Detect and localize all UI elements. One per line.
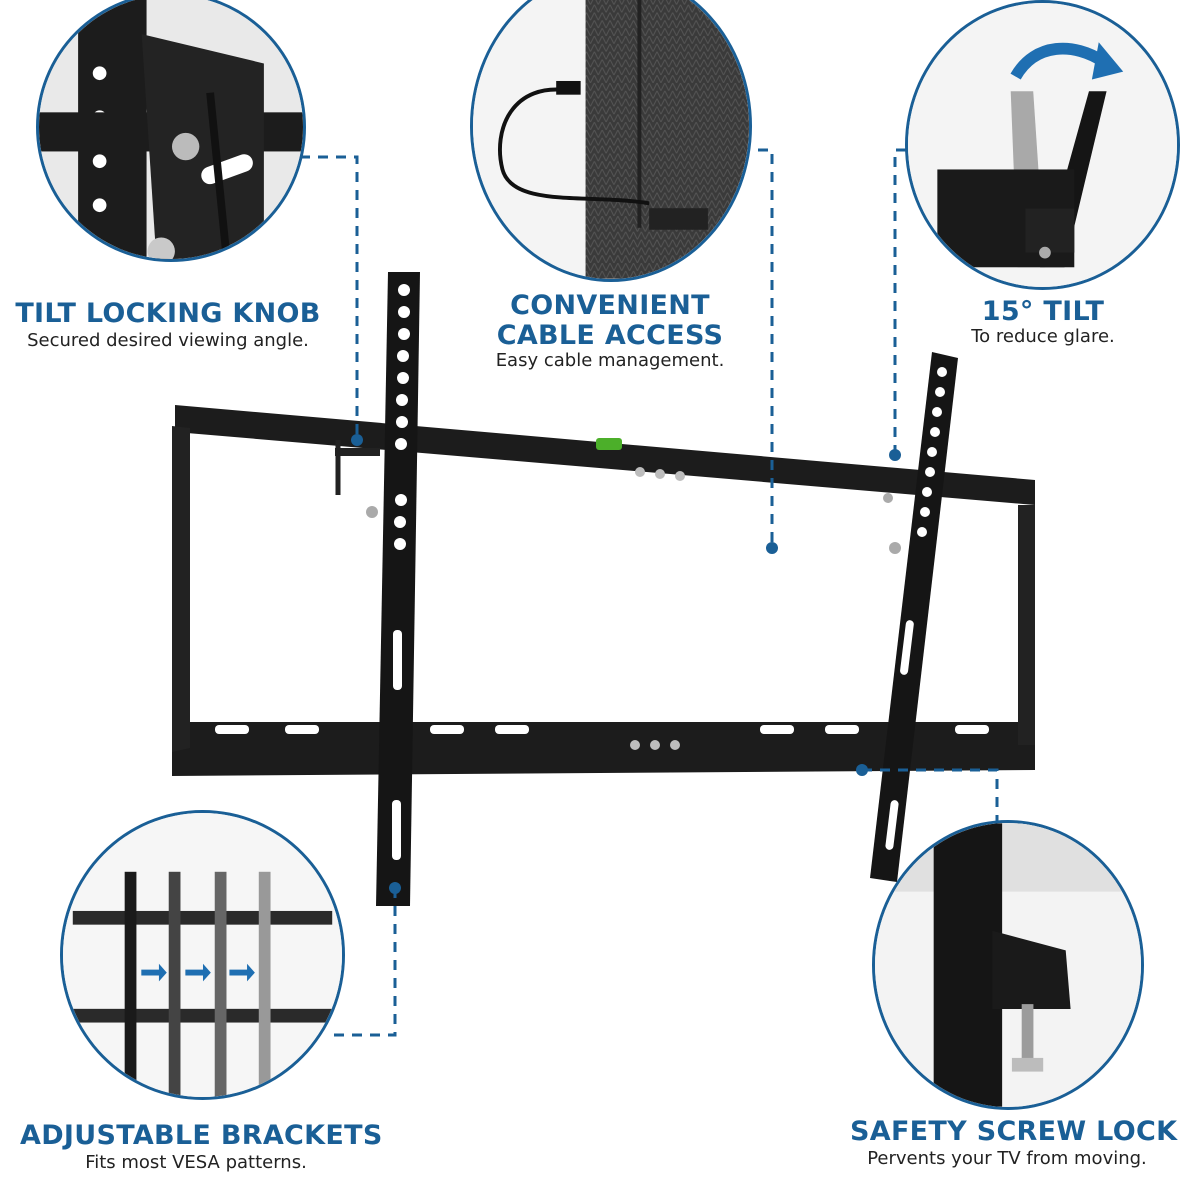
left-wall-plate bbox=[172, 426, 190, 752]
level-bubble bbox=[596, 438, 622, 450]
brackets-connector bbox=[330, 888, 397, 1037]
right-vertical-bracket bbox=[870, 352, 958, 882]
cable-title-line2: CABLE ACCESS bbox=[496, 320, 724, 351]
tilt-title: 15° TILT bbox=[981, 296, 1105, 327]
right-bracket-holes bbox=[885, 367, 947, 850]
safety-connector bbox=[862, 768, 999, 840]
left-bracket-holes bbox=[392, 284, 410, 860]
adjustable-brackets-photo bbox=[60, 810, 345, 1100]
safety-title: SAFETY SCREW LOCK bbox=[850, 1116, 1178, 1147]
center-screws bbox=[630, 467, 685, 750]
safety-desc: Pervents your TV from moving. bbox=[867, 1148, 1147, 1169]
tilt-desc: To reduce glare. bbox=[971, 326, 1115, 347]
tilt-dot bbox=[889, 449, 901, 461]
brackets-dot bbox=[389, 882, 401, 894]
cable-title-line1: CONVENIENT bbox=[510, 290, 710, 321]
tilt-angle-photo bbox=[905, 0, 1180, 290]
top-rail-slots bbox=[215, 448, 974, 522]
cable-desc: Easy cable management. bbox=[495, 350, 725, 371]
safety-dot bbox=[856, 764, 868, 776]
brackets-title: ADJUSTABLE BRACKETS bbox=[20, 1120, 383, 1151]
cable-dot bbox=[766, 542, 778, 554]
tilt-knob-photo bbox=[36, 0, 306, 262]
cable-connector bbox=[740, 148, 774, 548]
left-vertical-bracket bbox=[376, 272, 420, 906]
left-tilt-knob bbox=[335, 440, 380, 518]
tilt-knob-title: TILT LOCKING KNOB bbox=[15, 298, 321, 329]
bottom-rail-slots bbox=[215, 725, 989, 734]
safety-screw-photo bbox=[872, 820, 1144, 1110]
tilt-knob-connector bbox=[300, 155, 359, 440]
tilt-knob-dot bbox=[351, 434, 363, 446]
tilt-knob-desc: Secured desired viewing angle. bbox=[27, 330, 309, 351]
brackets-desc: Fits most VESA patterns. bbox=[85, 1152, 307, 1173]
right-wall-plate bbox=[1018, 505, 1035, 745]
